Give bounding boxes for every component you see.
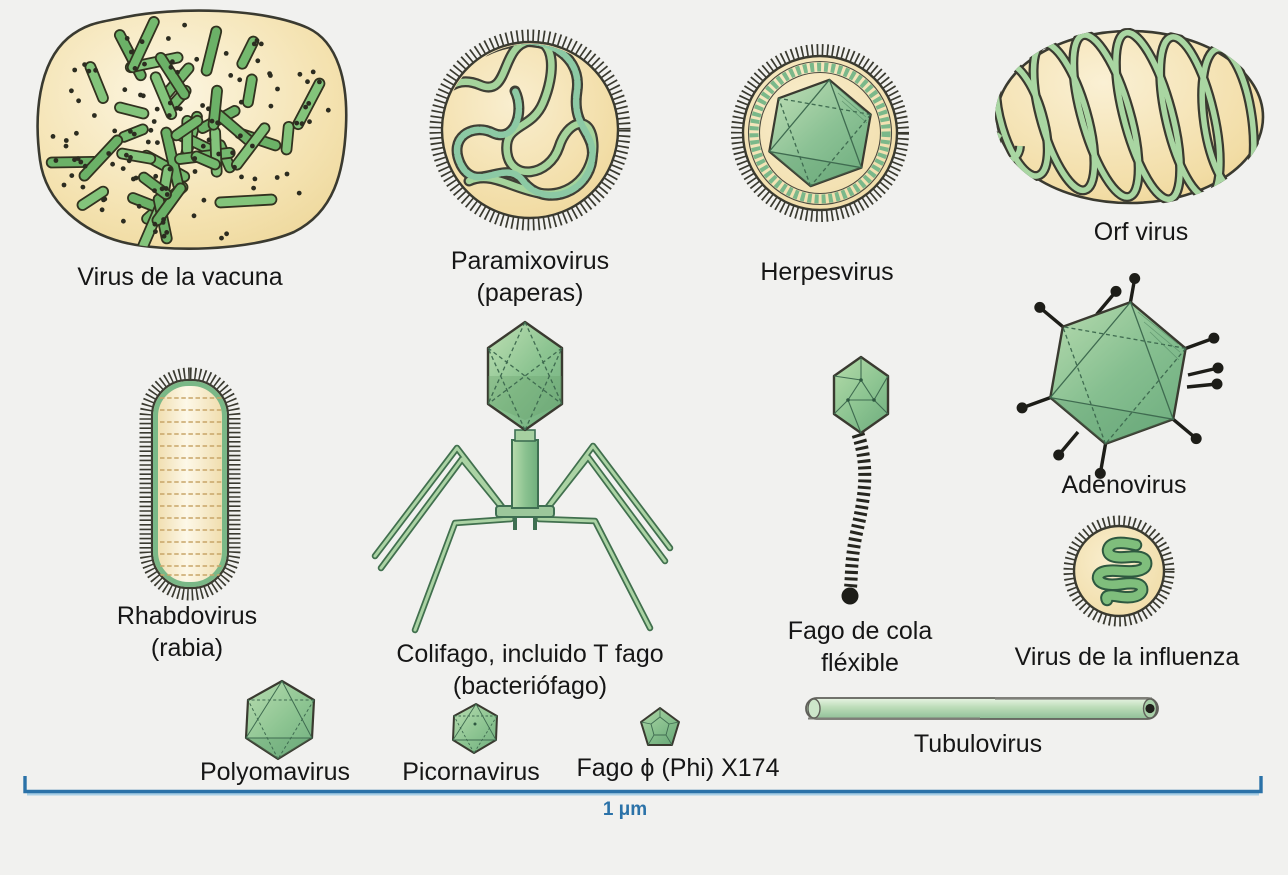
phix174-label: Fago ϕ (Phi) X174: [576, 754, 780, 782]
scale-bar: [0, 768, 1288, 808]
coliphage-label: Colifago, incluido T fago (bacteriófago): [396, 640, 664, 700]
coliphage-figure: [365, 318, 685, 643]
rhabdovirus-figure: [128, 360, 253, 605]
tubulovirus-figure: [800, 692, 1168, 728]
picornavirus-illustration: [452, 703, 498, 754]
tubulovirus-label: Tubulovirus: [913, 730, 1043, 758]
herpesvirus-illustration: [731, 44, 909, 222]
orf-virus-illustration: [995, 28, 1265, 205]
influenza-illustration: [1063, 515, 1175, 627]
herpesvirus-label: Herpesvirus: [760, 258, 894, 286]
coliphage-illustration: [371, 320, 674, 634]
herpesvirus-figure: [722, 33, 922, 233]
polyomavirus-figure: [238, 678, 322, 764]
scale-bar-illustration: [23, 776, 1263, 796]
adenovirus-illustration: [1016, 273, 1224, 479]
vaccinia-illustration: [36, 9, 348, 250]
adenovirus-figure: [1008, 272, 1233, 487]
orf-virus-figure: [988, 18, 1278, 223]
influenza-figure: [1050, 505, 1190, 640]
phix174-figure: [638, 705, 684, 751]
flexible-tail-phage-illustration: [832, 355, 890, 605]
rhabdovirus-label: Rhabdovirus (rabia): [116, 602, 258, 662]
flexible-tail-phage-label: Fago de cola fléxible: [787, 617, 933, 677]
paramyxovirus-label: Paramixovirus (paperas): [450, 247, 610, 307]
paramyxovirus-illustration: [429, 29, 631, 231]
influenza-label: Virus de la influenza: [1014, 643, 1240, 671]
polyomavirus-label: Polyomavirus: [199, 758, 351, 786]
picornavirus-figure: [448, 702, 502, 756]
tubulovirus-illustration: [805, 697, 1159, 720]
rhabdovirus-illustration: [139, 367, 241, 601]
scale-bar-label: 1 μm: [602, 799, 648, 820]
paramyxovirus-figure: [415, 15, 645, 245]
polyomavirus-illustration: [244, 679, 316, 761]
vaccinia-figure: [26, 4, 358, 260]
orf-virus-label: Orf virus: [1093, 218, 1189, 246]
flexible-tail-phage-figure: [798, 350, 926, 612]
picornavirus-label: Picornavirus: [402, 758, 540, 786]
vaccinia-label: Virus de la vacuna: [77, 263, 283, 291]
phix174-illustration: [640, 707, 680, 746]
adenovirus-label: Adenovirus: [1061, 471, 1187, 499]
